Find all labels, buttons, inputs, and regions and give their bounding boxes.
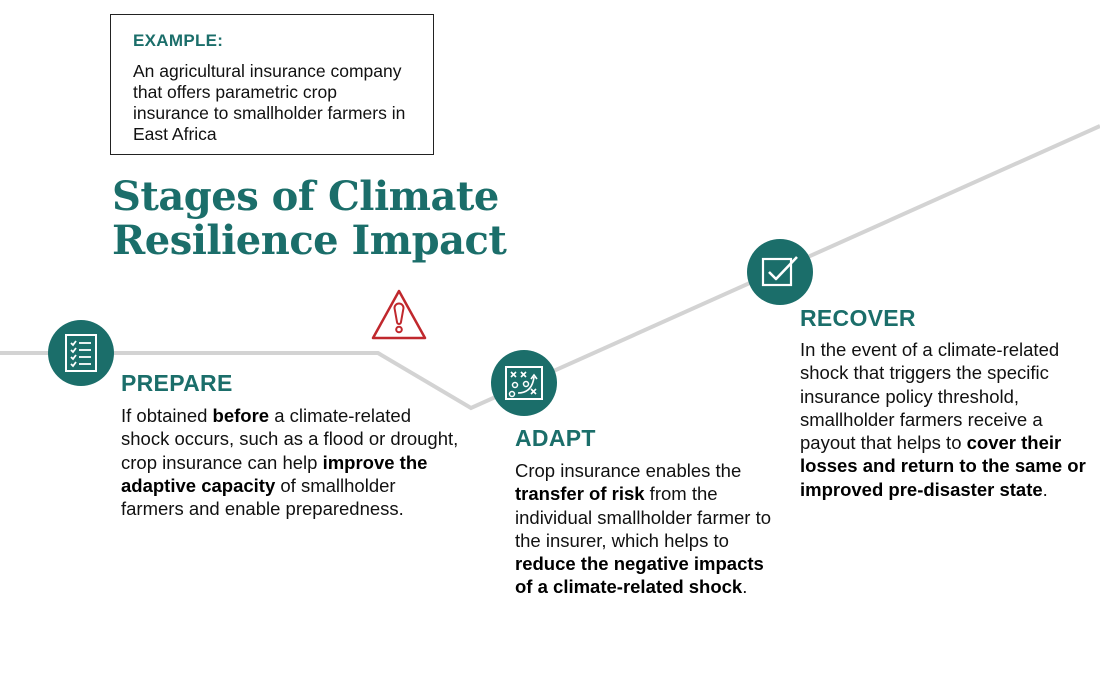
body-text: a climate-related shock occurs, such as … (121, 405, 459, 473)
body-text: . (742, 576, 748, 598)
warning-triangle-icon (371, 289, 427, 340)
checklist-icon (48, 320, 114, 386)
adapt-heading: ADAPT (515, 425, 596, 451)
checkbox-checked-icon (747, 239, 813, 305)
body-text: . (1042, 478, 1048, 500)
body-text: Crop insurance enables the (515, 460, 742, 481)
diagram-title: Stages of Climate Resilience Impact (112, 175, 592, 263)
strategy-play-icon (491, 350, 557, 416)
example-label: EXAMPLE: (133, 31, 224, 50)
diagram-title-line2: Resilience Impact (112, 217, 507, 264)
recover-description: In the event of a climate-related shock … (800, 338, 1090, 501)
diagram-title-line1: Stages of Climate (112, 173, 499, 220)
body-text: from the individual smallholder farmer t… (515, 483, 772, 551)
adapt-description: Crop insurance enables the transfer of r… (515, 459, 780, 599)
example-box: EXAMPLE: An agricultural insurance compa… (110, 14, 434, 155)
emphasis-text: reduce the negative impacts of a climate… (515, 553, 764, 598)
emphasis-text: cover their losses and return to the sam… (800, 432, 1086, 500)
prepare-description: If obtained before a climate-related sho… (121, 404, 461, 520)
example-text: An agricultural insurance company that o… (133, 61, 406, 144)
emphasis-text: transfer of risk (515, 483, 645, 505)
body-text: of smallholder farmers and enable prepar… (121, 474, 404, 520)
emphasis-text: improve the adaptive capacity (121, 451, 428, 496)
body-text: In the event of a climate-related shock … (800, 339, 1060, 454)
prepare-heading: PREPARE (121, 370, 233, 396)
emphasis-text: before (212, 405, 270, 426)
body-text: If obtained (121, 405, 213, 426)
recover-heading: RECOVER (800, 305, 916, 331)
